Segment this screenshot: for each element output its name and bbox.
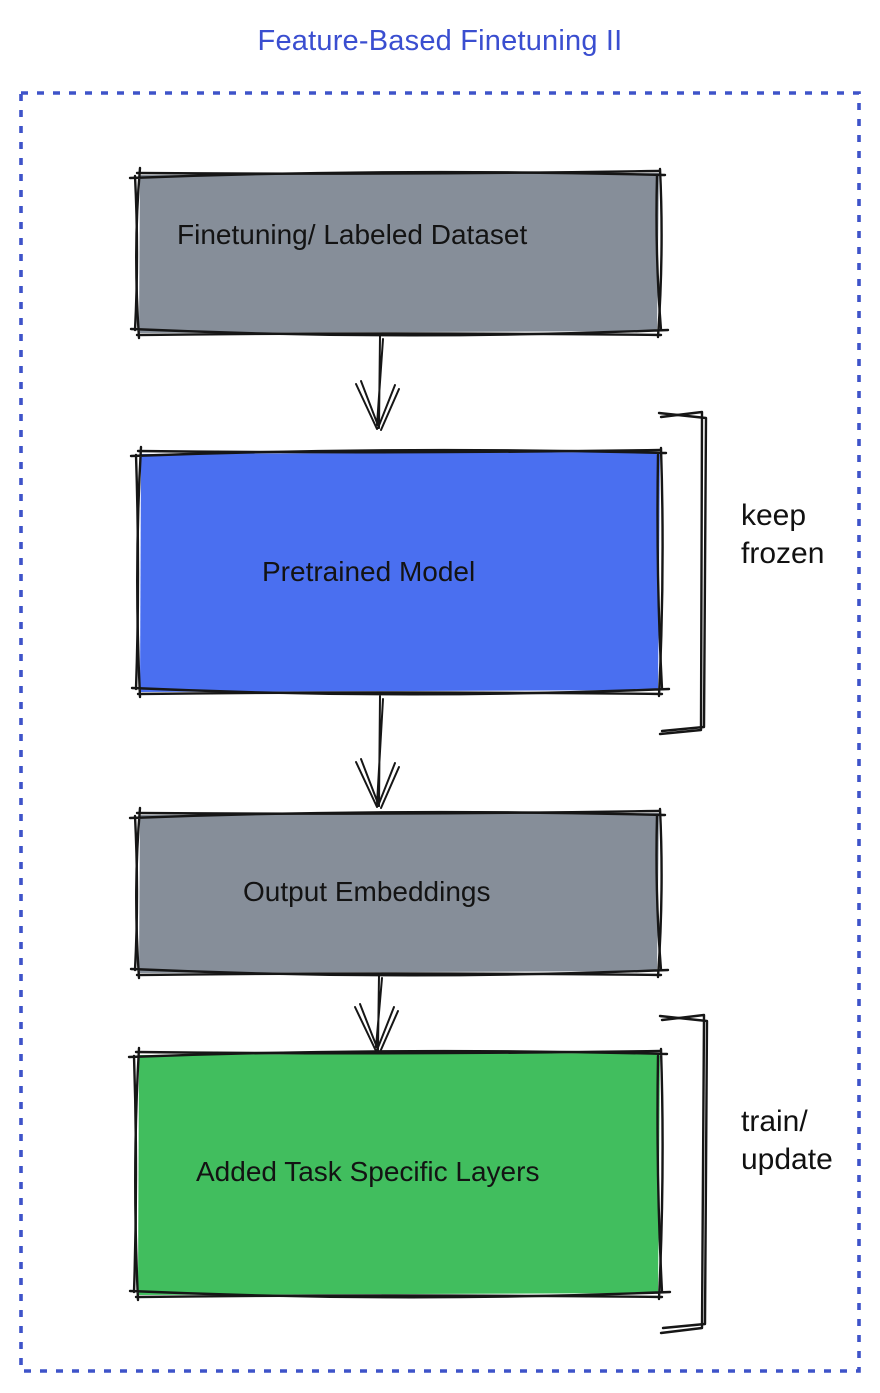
dataset-box: [128, 166, 670, 340]
output-embeddings-box-label: Output Embeddings: [243, 876, 491, 907]
train-update-label-line1: train/: [741, 1105, 808, 1138]
keep-frozen-label: keep frozen: [741, 497, 824, 573]
train-update-bracket: [658, 1013, 709, 1335]
arrow-embeddings-to-task-layers: [354, 974, 399, 1053]
dashed-container-border: [19, 91, 861, 1373]
dataset-box-label: Finetuning/ Labeled Dataset: [177, 219, 528, 250]
keep-frozen-label-line2: frozen: [741, 537, 825, 570]
task-layers-box-label: Added Task Specific Layers: [196, 1156, 540, 1187]
output-embeddings-box: [128, 806, 670, 980]
arrow-pretrained-to-embeddings: [355, 695, 400, 809]
keep-frozen-bracket: [657, 410, 708, 736]
task-layers-box: [127, 1046, 672, 1302]
pretrained-model-box: [129, 445, 671, 699]
train-update-label: train/ update: [741, 1103, 833, 1179]
arrow-dataset-to-pretrained: [355, 335, 400, 431]
page-title: Feature-Based Finetuning II: [257, 25, 623, 57]
pretrained-model-box-label: Pretrained Model: [262, 556, 476, 587]
train-update-label-line2: update: [741, 1143, 833, 1176]
keep-frozen-label-line1: keep: [741, 499, 807, 532]
